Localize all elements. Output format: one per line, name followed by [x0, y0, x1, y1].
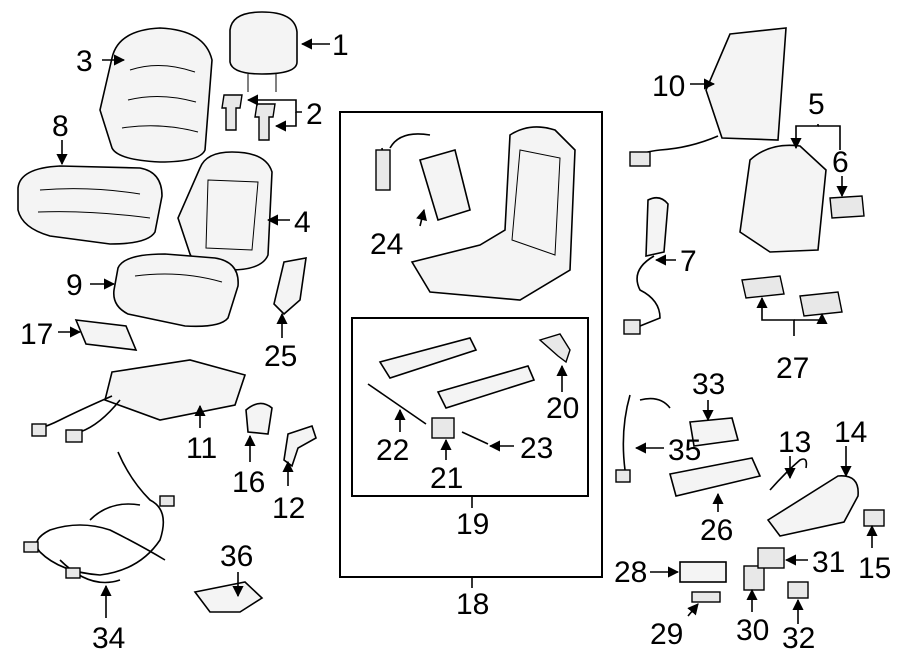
callout-21: 21 [430, 462, 463, 495]
lever-knob-part [743, 565, 765, 591]
side-trim-part [766, 475, 859, 537]
cap-part [787, 581, 809, 599]
callout-2: 2 [306, 98, 323, 131]
cushion-frame-part [31, 359, 247, 443]
callout-7: 7 [680, 245, 697, 278]
callout-10: 10 [652, 70, 685, 103]
callout-19: 19 [456, 508, 489, 541]
callout-labels: 1 2 3 4 5 6 7 8 9 10 11 12 13 14 15 16 1… [20, 29, 891, 655]
lumbar-support-part [375, 133, 471, 222]
wiring-harness-part [23, 451, 175, 584]
seat-cushion-cover-part [17, 165, 163, 245]
callout-9: 9 [66, 269, 83, 302]
callout-12: 12 [272, 492, 305, 525]
callout-16: 16 [232, 466, 265, 499]
callout-33: 33 [692, 368, 725, 401]
seat-back-cover-part [99, 27, 213, 163]
seat-back-pad-part [177, 151, 273, 271]
leader-lines [56, 38, 878, 624]
callout-24: 24 [370, 228, 403, 261]
callout-32: 32 [782, 622, 815, 655]
switch-panel-part [669, 457, 762, 497]
seat-track-part [367, 333, 571, 445]
callout-23: 23 [520, 432, 553, 465]
callout-36: 36 [220, 540, 253, 573]
knob-part [829, 195, 865, 219]
side-airbag-part [623, 196, 669, 335]
switch-harness-part [769, 458, 808, 491]
headrest-part [229, 11, 298, 92]
callout-27: 27 [776, 352, 809, 385]
callout-20: 20 [546, 392, 579, 425]
cover-right-part [799, 291, 843, 317]
callout-26: 26 [700, 514, 733, 547]
headrest-guide-part [221, 94, 276, 141]
switch-knob-part [691, 591, 721, 603]
callout-22: 22 [376, 434, 409, 467]
frame-assembly-box [339, 111, 603, 578]
callout-14: 14 [834, 416, 867, 449]
seat-frame-part [410, 126, 576, 301]
callout-1: 1 [332, 29, 349, 62]
recliner-cover-part [245, 402, 273, 435]
callout-17: 17 [20, 318, 53, 351]
seat-cushion-pad-part [112, 253, 239, 328]
callout-13: 13 [778, 426, 811, 459]
callout-30: 30 [736, 614, 769, 647]
callout-6: 6 [832, 146, 849, 179]
callout-29: 29 [650, 618, 683, 651]
lumbar-switch-part [757, 547, 785, 569]
seat-back-frame-part [739, 144, 827, 253]
side-panel-part [273, 257, 307, 316]
occupant-sensor-part [615, 394, 740, 483]
recline-knob-part [863, 509, 885, 527]
callout-25: 25 [264, 340, 297, 373]
callout-31: 31 [812, 546, 845, 579]
callout-35: 35 [668, 434, 701, 467]
power-switch-part [679, 561, 727, 583]
callout-34: 34 [92, 622, 125, 655]
cover-left-part [741, 275, 785, 299]
callout-5: 5 [808, 88, 825, 121]
callout-8: 8 [52, 110, 69, 143]
trim-panel-part [74, 319, 138, 351]
bracket-part [283, 424, 317, 468]
callout-3: 3 [76, 45, 93, 78]
callout-28: 28 [614, 556, 647, 589]
track-assembly-box [351, 317, 589, 497]
callout-15: 15 [858, 552, 891, 585]
callout-18: 18 [456, 588, 489, 621]
control-module-part [193, 581, 264, 613]
callout-11: 11 [186, 432, 217, 465]
callout-4: 4 [294, 206, 311, 239]
